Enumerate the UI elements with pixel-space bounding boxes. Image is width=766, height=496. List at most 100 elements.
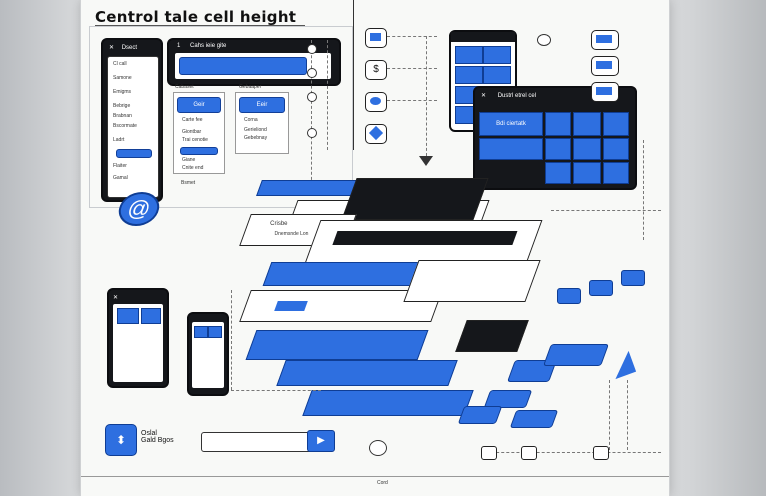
sidebar-header: Dsect bbox=[121, 45, 138, 51]
grid-cell[interactable] bbox=[208, 326, 222, 338]
folder-icon[interactable] bbox=[521, 446, 537, 460]
grid-cell[interactable] bbox=[455, 46, 483, 64]
grid-cell[interactable] bbox=[141, 308, 161, 324]
bottom-rule bbox=[81, 476, 669, 477]
bottom-input[interactable] bbox=[201, 432, 323, 452]
row-text: Gebebnay bbox=[244, 135, 268, 141]
checkbox-icon[interactable] bbox=[365, 28, 387, 48]
stack-layer-dark bbox=[341, 178, 489, 220]
connector-line bbox=[481, 452, 661, 453]
bottom-card-line2: Gald Bgos bbox=[141, 437, 174, 444]
top-panel: 1 Cahs ieie gite bbox=[167, 38, 341, 86]
eeir-button[interactable]: Eeir bbox=[239, 97, 285, 113]
bottom-label: Cord bbox=[377, 480, 388, 486]
tag-chip[interactable] bbox=[589, 280, 613, 296]
close-icon[interactable]: ✕ bbox=[109, 45, 115, 51]
connector-line bbox=[551, 210, 661, 211]
diagram-sheet: Centrol tale cell height ✕ Dsect Cl call… bbox=[80, 0, 670, 496]
monitor-icon[interactable] bbox=[365, 92, 387, 112]
folder-icon[interactable] bbox=[481, 446, 497, 460]
bottom-phone-small bbox=[187, 312, 229, 396]
connector-node bbox=[537, 34, 551, 46]
grid-cell[interactable] bbox=[483, 46, 511, 64]
connector-node bbox=[307, 44, 317, 54]
right-panel-subtext: Bdi ciertatk bbox=[496, 121, 526, 127]
row-text: Carte fee bbox=[182, 117, 203, 123]
cube-icon[interactable] bbox=[365, 124, 387, 144]
grid-cell[interactable]: Bdi ciertatk bbox=[479, 112, 543, 136]
connector-line bbox=[231, 390, 321, 391]
sidebar-blue-button[interactable] bbox=[116, 149, 152, 158]
stack-layer-blue[interactable] bbox=[245, 330, 429, 360]
tag-chip[interactable] bbox=[509, 410, 559, 428]
geir-button[interactable]: Geir bbox=[177, 97, 221, 113]
sidebar-item[interactable]: Ladrt bbox=[113, 137, 125, 143]
connector-node bbox=[307, 68, 317, 78]
row-text: Giontbar bbox=[182, 129, 202, 135]
close-icon[interactable]: ✕ bbox=[113, 295, 119, 301]
grid-cell[interactable] bbox=[545, 162, 571, 184]
folder-icon[interactable] bbox=[593, 446, 609, 460]
column-header: Cabaset bbox=[175, 84, 194, 90]
sidebar-item[interactable]: Flaiter bbox=[113, 163, 127, 169]
sidebar-item[interactable]: Cl call bbox=[113, 61, 127, 67]
connector-line bbox=[231, 290, 232, 390]
close-icon[interactable]: ✕ bbox=[481, 93, 487, 99]
grid-cell[interactable] bbox=[117, 308, 139, 324]
eeir-button-label: Eeir bbox=[256, 102, 268, 108]
connector-node bbox=[307, 92, 317, 102]
top-left-frame bbox=[89, 26, 353, 208]
sidebar-item[interactable]: Gamal bbox=[113, 175, 128, 181]
sidebar-list: Cl call Samone Emigms Bebrige Brabnan Bs… bbox=[107, 56, 159, 198]
tag-chip[interactable] bbox=[557, 288, 581, 304]
center-card-sublabel: Dnemsnde Lon bbox=[274, 231, 309, 237]
connector-line bbox=[426, 36, 427, 156]
row-text: Trai cenotie bbox=[182, 137, 208, 143]
row-text: Giane bbox=[182, 157, 196, 163]
tag-chip[interactable] bbox=[542, 344, 610, 366]
tag-chip[interactable] bbox=[457, 406, 503, 424]
window-icon[interactable] bbox=[591, 30, 619, 50]
stack-layer-blue[interactable] bbox=[302, 390, 474, 416]
window-icon[interactable] bbox=[591, 82, 619, 102]
grid-cell[interactable] bbox=[573, 162, 601, 184]
connector-line bbox=[627, 380, 628, 450]
grid-cell[interactable] bbox=[573, 112, 601, 136]
grid-cell[interactable] bbox=[545, 112, 571, 136]
column-header: Gebaaper bbox=[239, 84, 262, 90]
right-panel-header: Dustrl etrel cel bbox=[497, 93, 537, 99]
geir-button-label: Geir bbox=[193, 102, 205, 108]
number-icon: 1 bbox=[177, 43, 181, 49]
grid-cell[interactable] bbox=[603, 162, 629, 184]
left-column-blue-button[interactable] bbox=[180, 147, 218, 155]
sidebar-item[interactable]: Bscormate bbox=[113, 123, 137, 129]
sidebar-item[interactable]: Emigms bbox=[113, 89, 132, 95]
page-title: Centrol tale cell height bbox=[95, 8, 297, 26]
user-icon[interactable]: ⬍ bbox=[105, 424, 137, 456]
grid-cell[interactable] bbox=[603, 112, 629, 136]
grid-cell[interactable] bbox=[603, 138, 629, 160]
grid-cell[interactable] bbox=[573, 138, 601, 160]
stack-layer-blue[interactable] bbox=[276, 360, 458, 386]
sidebar-item[interactable]: Samone bbox=[113, 75, 132, 81]
grid-cell[interactable] bbox=[194, 326, 208, 338]
grid-cell[interactable] bbox=[545, 138, 571, 160]
tag-chip[interactable] bbox=[621, 270, 645, 286]
divider-line bbox=[353, 0, 354, 150]
connector-line bbox=[327, 40, 328, 150]
grid-cell[interactable] bbox=[479, 138, 543, 160]
play-icon[interactable]: ▶ bbox=[307, 430, 335, 452]
sidebar-item[interactable]: Brabnan bbox=[113, 113, 132, 119]
row-text: Corna bbox=[244, 117, 258, 123]
grid-cell[interactable] bbox=[455, 66, 483, 84]
grid-cell[interactable] bbox=[483, 66, 511, 84]
connector-line bbox=[609, 380, 610, 450]
sidebar-item[interactable]: Bebrige bbox=[113, 103, 131, 109]
database-icon bbox=[369, 440, 387, 456]
top-panel-header: Cahs ieie gite bbox=[190, 43, 227, 49]
dollar-icon[interactable]: $ bbox=[365, 60, 387, 80]
bottom-phone: ✕ bbox=[107, 288, 169, 388]
arrow-icon bbox=[607, 350, 637, 380]
window-icon[interactable] bbox=[591, 56, 619, 76]
top-input-bar[interactable] bbox=[179, 57, 307, 75]
